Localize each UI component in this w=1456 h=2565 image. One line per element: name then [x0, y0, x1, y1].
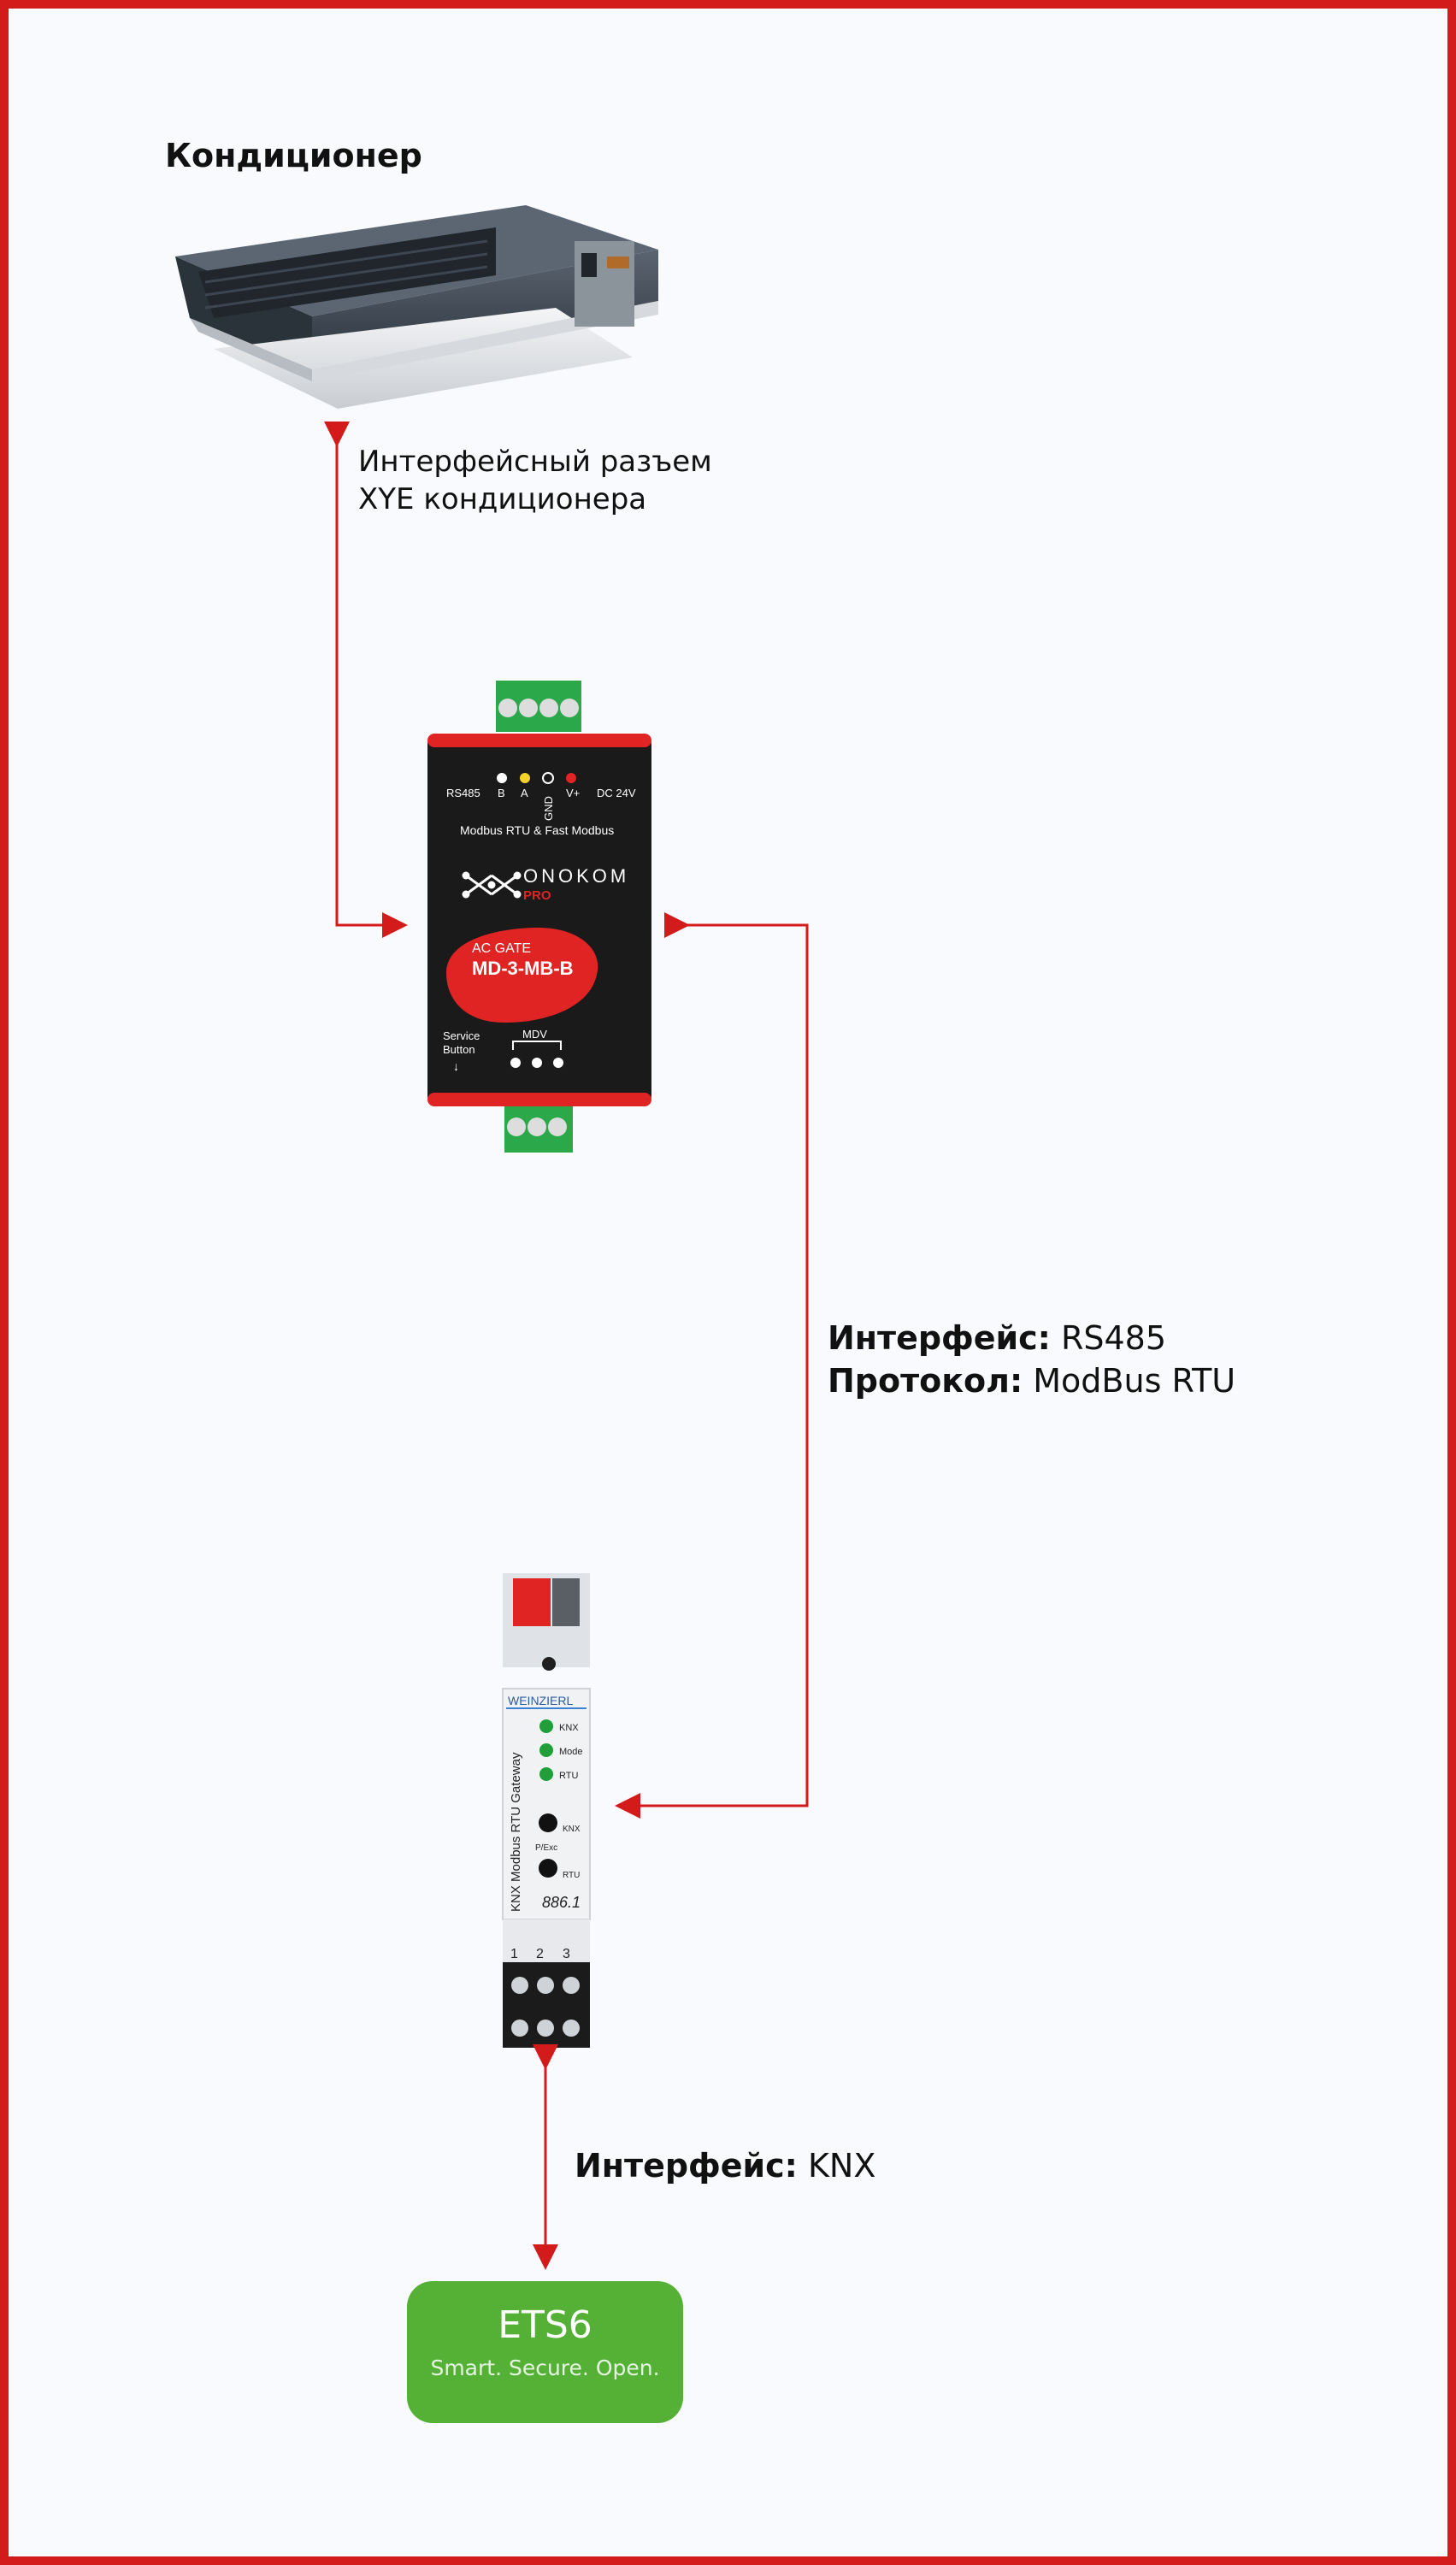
- arrow-gateway-knx: [615, 912, 809, 1819]
- air-conditioner-image: [175, 205, 658, 409]
- pin-gnd: GND: [542, 796, 555, 821]
- onokom-gateway-labels: RS485 B A GND V+ DC 24V Modbus RTU & Fas…: [443, 787, 636, 1073]
- ac-title: Кондиционер: [165, 137, 422, 174]
- service-button-label: Service: [443, 1029, 480, 1042]
- btn-knx-label: KNX: [563, 1825, 581, 1834]
- knx-gateway-brand: WEINZIERL: [508, 1694, 573, 1707]
- gateway-protocol-line: Modbus RTU & Fast Modbus: [460, 823, 614, 837]
- terminal-3-label: 3: [563, 1947, 570, 1961]
- pin-a: A: [521, 787, 528, 799]
- btn-prog-label: P/Exc: [535, 1843, 557, 1853]
- down-arrow-icon: ↓: [453, 1059, 459, 1073]
- gateway-model: MD-3-MB-B: [472, 958, 574, 979]
- mdv-label: MDV: [522, 1028, 547, 1041]
- rs485-protocol-value: ModBus RTU: [1033, 1362, 1236, 1400]
- service-button-label-2: Button: [443, 1043, 475, 1056]
- pin-b: B: [498, 787, 505, 799]
- gateway-brand-sub: PRO: [523, 888, 551, 903]
- ets6-box: ETS6 Smart. Secure. Open.: [407, 2281, 683, 2423]
- gateway-brand: ONOKOM: [523, 865, 629, 887]
- pin-vplus: V+: [566, 787, 580, 799]
- arrow-ac-gateway: [324, 422, 408, 938]
- rs485-protocol-key: Протокол:: [828, 1362, 1023, 1400]
- onokom-gateway-image: [427, 681, 651, 1153]
- ac-interface-note-line1: Интерфейсный разъем: [358, 445, 712, 479]
- gateway-model-prefix: AC GATE: [472, 941, 531, 956]
- ets6-title: ETS6: [498, 2303, 592, 2347]
- power-label: DC 24V: [597, 787, 636, 799]
- knx-gateway-vertical-label: KNX Modbus RTU Gateway: [509, 1752, 523, 1912]
- rs485-link-label: Интерфейс: RS485 Протокол: ModBus RTU: [828, 1317, 1235, 1402]
- terminal-1-label: 1: [510, 1947, 518, 1961]
- led-rtu-label: RTU: [559, 1771, 578, 1781]
- knx-gateway-labels: WEINZIERL KNX Modbus RTU Gateway KNX Mod…: [508, 1694, 583, 1961]
- led-mode-label: Mode: [559, 1747, 583, 1757]
- rs485-interface-value: RS485: [1060, 1319, 1167, 1357]
- rs485-interface-key: Интерфейс:: [828, 1319, 1051, 1357]
- ac-interface-note: Интерфейсный разъем XYE кондиционера: [358, 443, 712, 518]
- terminal-2-label: 2: [536, 1947, 544, 1961]
- rs485-label: RS485: [446, 787, 480, 799]
- ets6-slogan: Smart. Secure. Open.: [430, 2356, 660, 2380]
- knx-link-label: Интерфейс: KNX: [575, 2144, 875, 2187]
- btn-rtu-label: RTU: [563, 1871, 580, 1880]
- knx-interface-value: KNX: [807, 2147, 876, 2185]
- knx-gateway-image: [502, 1573, 591, 2048]
- led-knx-label: KNX: [559, 1723, 579, 1733]
- knx-interface-key: Интерфейс:: [575, 2147, 798, 2185]
- ac-interface-note-line2: XYE кондиционера: [358, 482, 647, 516]
- model-number: 886.1: [542, 1894, 581, 1911]
